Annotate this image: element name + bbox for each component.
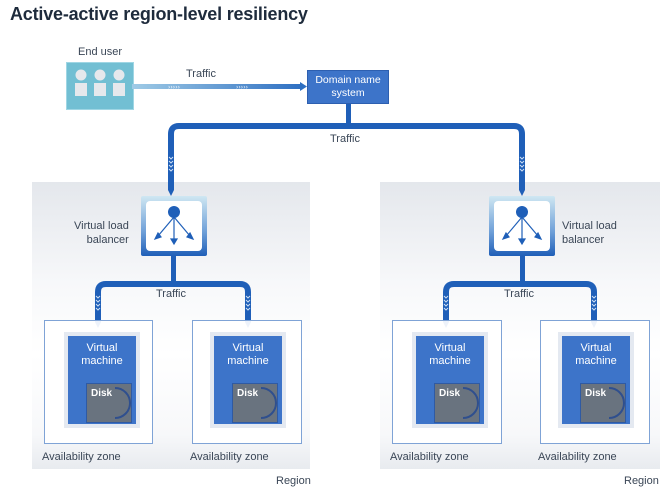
vm-label-line2: machine (81, 355, 123, 367)
dns-box: Domain name system (307, 70, 389, 104)
vm-label-line1: Virtual (86, 342, 118, 354)
traffic-label-dns-regions: Traffic (330, 133, 360, 145)
load-balancer-icon (141, 196, 207, 256)
vm-label-line2: machine (429, 355, 471, 367)
region-label-left: Region (276, 475, 311, 487)
lb-label-line2: balancer (86, 234, 129, 246)
disk-label: Disk (439, 388, 461, 399)
end-user-icon (66, 62, 134, 110)
load-balancer-icon (489, 196, 555, 256)
lb-label-line1: Virtual load (74, 220, 129, 232)
diagram-title: Active-active region-level resiliency (10, 4, 308, 24)
vm-label-line2: machine (227, 355, 269, 367)
traffic-label-user-dns: Traffic (186, 68, 216, 80)
vm-label-line1: Virtual (434, 342, 466, 354)
disk-icon: Disk (86, 383, 132, 423)
svg-text:›››››: ››››› (168, 84, 180, 91)
lb-label-line2: balancer (562, 234, 605, 246)
availability-zone-label: Availability zone (538, 451, 617, 463)
traffic-label-region-right: Traffic (504, 288, 534, 300)
dns-label-line2: system (331, 87, 365, 99)
traffic-arrow-user-to-dns: ››››› ››››› (132, 82, 307, 91)
vm-label-line1: Virtual (232, 342, 264, 354)
disk-label: Disk (91, 388, 113, 399)
dns-label-line1: Domain name (315, 74, 381, 86)
vm-label-line2: machine (575, 355, 617, 367)
availability-zone-label: Availability zone (42, 451, 121, 463)
region-label-right: Region (624, 475, 659, 487)
virtual-machine-right-1: Virtual machine Disk (412, 332, 488, 428)
virtual-machine-right-2: Virtual machine Disk (558, 332, 634, 428)
availability-zone-label: Availability zone (190, 451, 269, 463)
vm-label-line1: Virtual (580, 342, 612, 354)
svg-text:›››››: ››››› (236, 84, 248, 91)
disk-icon: Disk (434, 383, 480, 423)
disk-icon: Disk (580, 383, 626, 423)
load-balancer-label-left: Virtual load balancer (74, 219, 129, 247)
load-balancer-label-right: Virtual load balancer (562, 219, 617, 247)
disk-label: Disk (237, 388, 259, 399)
traffic-label-region-left: Traffic (156, 288, 186, 300)
lb-label-line1: Virtual load (562, 220, 617, 232)
end-user-label: End user (78, 46, 123, 58)
availability-zone-label: Availability zone (390, 451, 469, 463)
disk-icon: Disk (232, 383, 278, 423)
virtual-machine-left-1: Virtual machine Disk (64, 332, 140, 428)
disk-label: Disk (585, 388, 607, 399)
virtual-machine-left-2: Virtual machine Disk (210, 332, 286, 428)
